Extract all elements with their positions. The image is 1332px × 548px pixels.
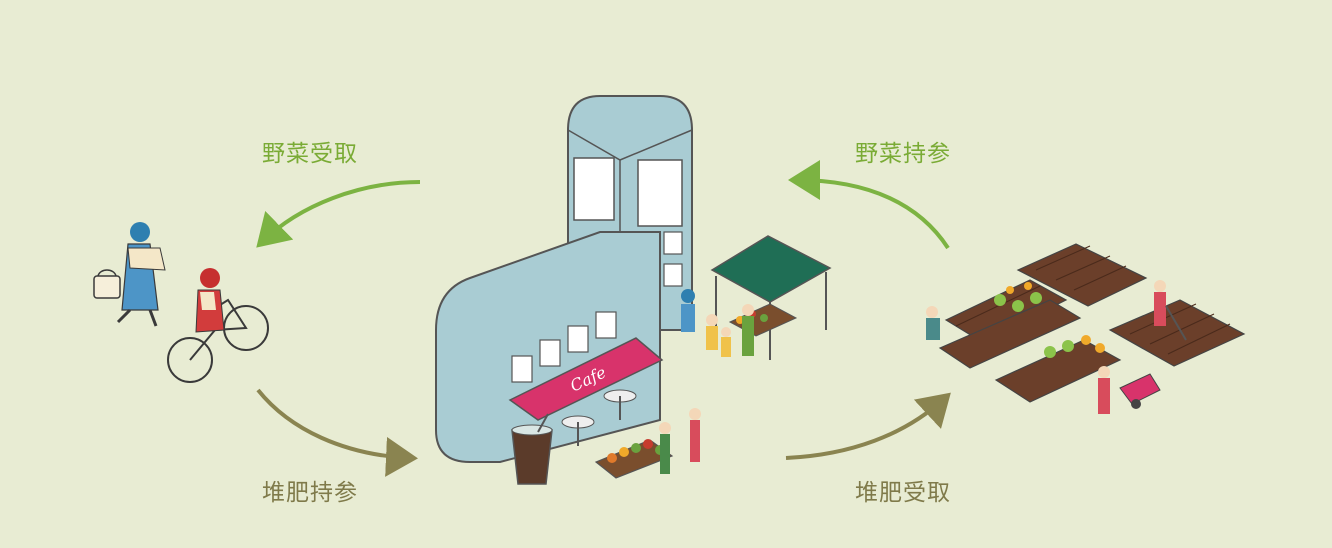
cafe-sign-text: Cafe: [567, 363, 609, 396]
